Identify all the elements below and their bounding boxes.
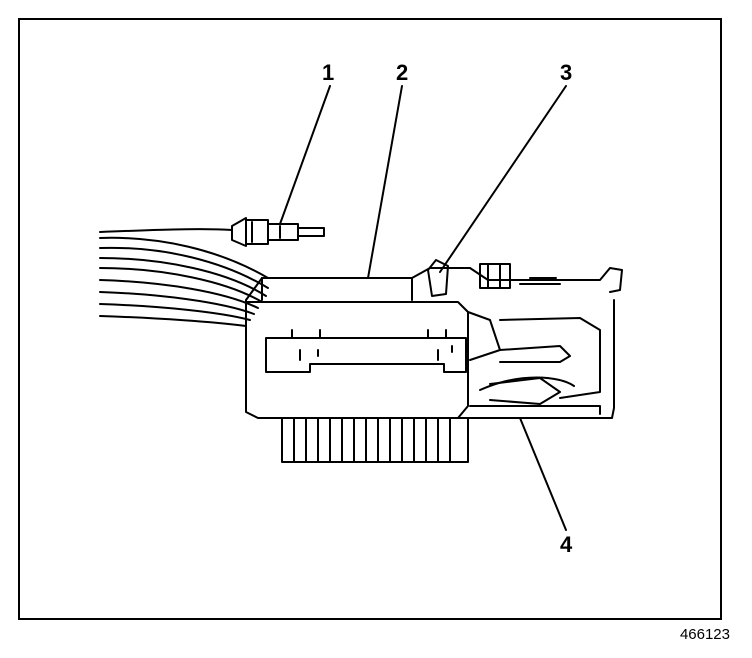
callout-leaders [279, 85, 567, 531]
terminal-pin [231, 217, 325, 247]
callout-4: 4 [560, 532, 573, 557]
leader-4 [519, 417, 567, 531]
illustration-frame [18, 18, 722, 620]
leader-3 [439, 85, 567, 273]
callout-3: 3 [560, 60, 573, 85]
callout-2: 2 [396, 60, 409, 85]
connector-body [245, 267, 623, 419]
figure-number: 466123 [679, 626, 730, 643]
connector-pins [281, 417, 469, 463]
leader-2 [367, 85, 403, 279]
leader-1 [279, 85, 331, 225]
callout-1: 1 [322, 60, 335, 85]
lock-tab [427, 259, 561, 297]
